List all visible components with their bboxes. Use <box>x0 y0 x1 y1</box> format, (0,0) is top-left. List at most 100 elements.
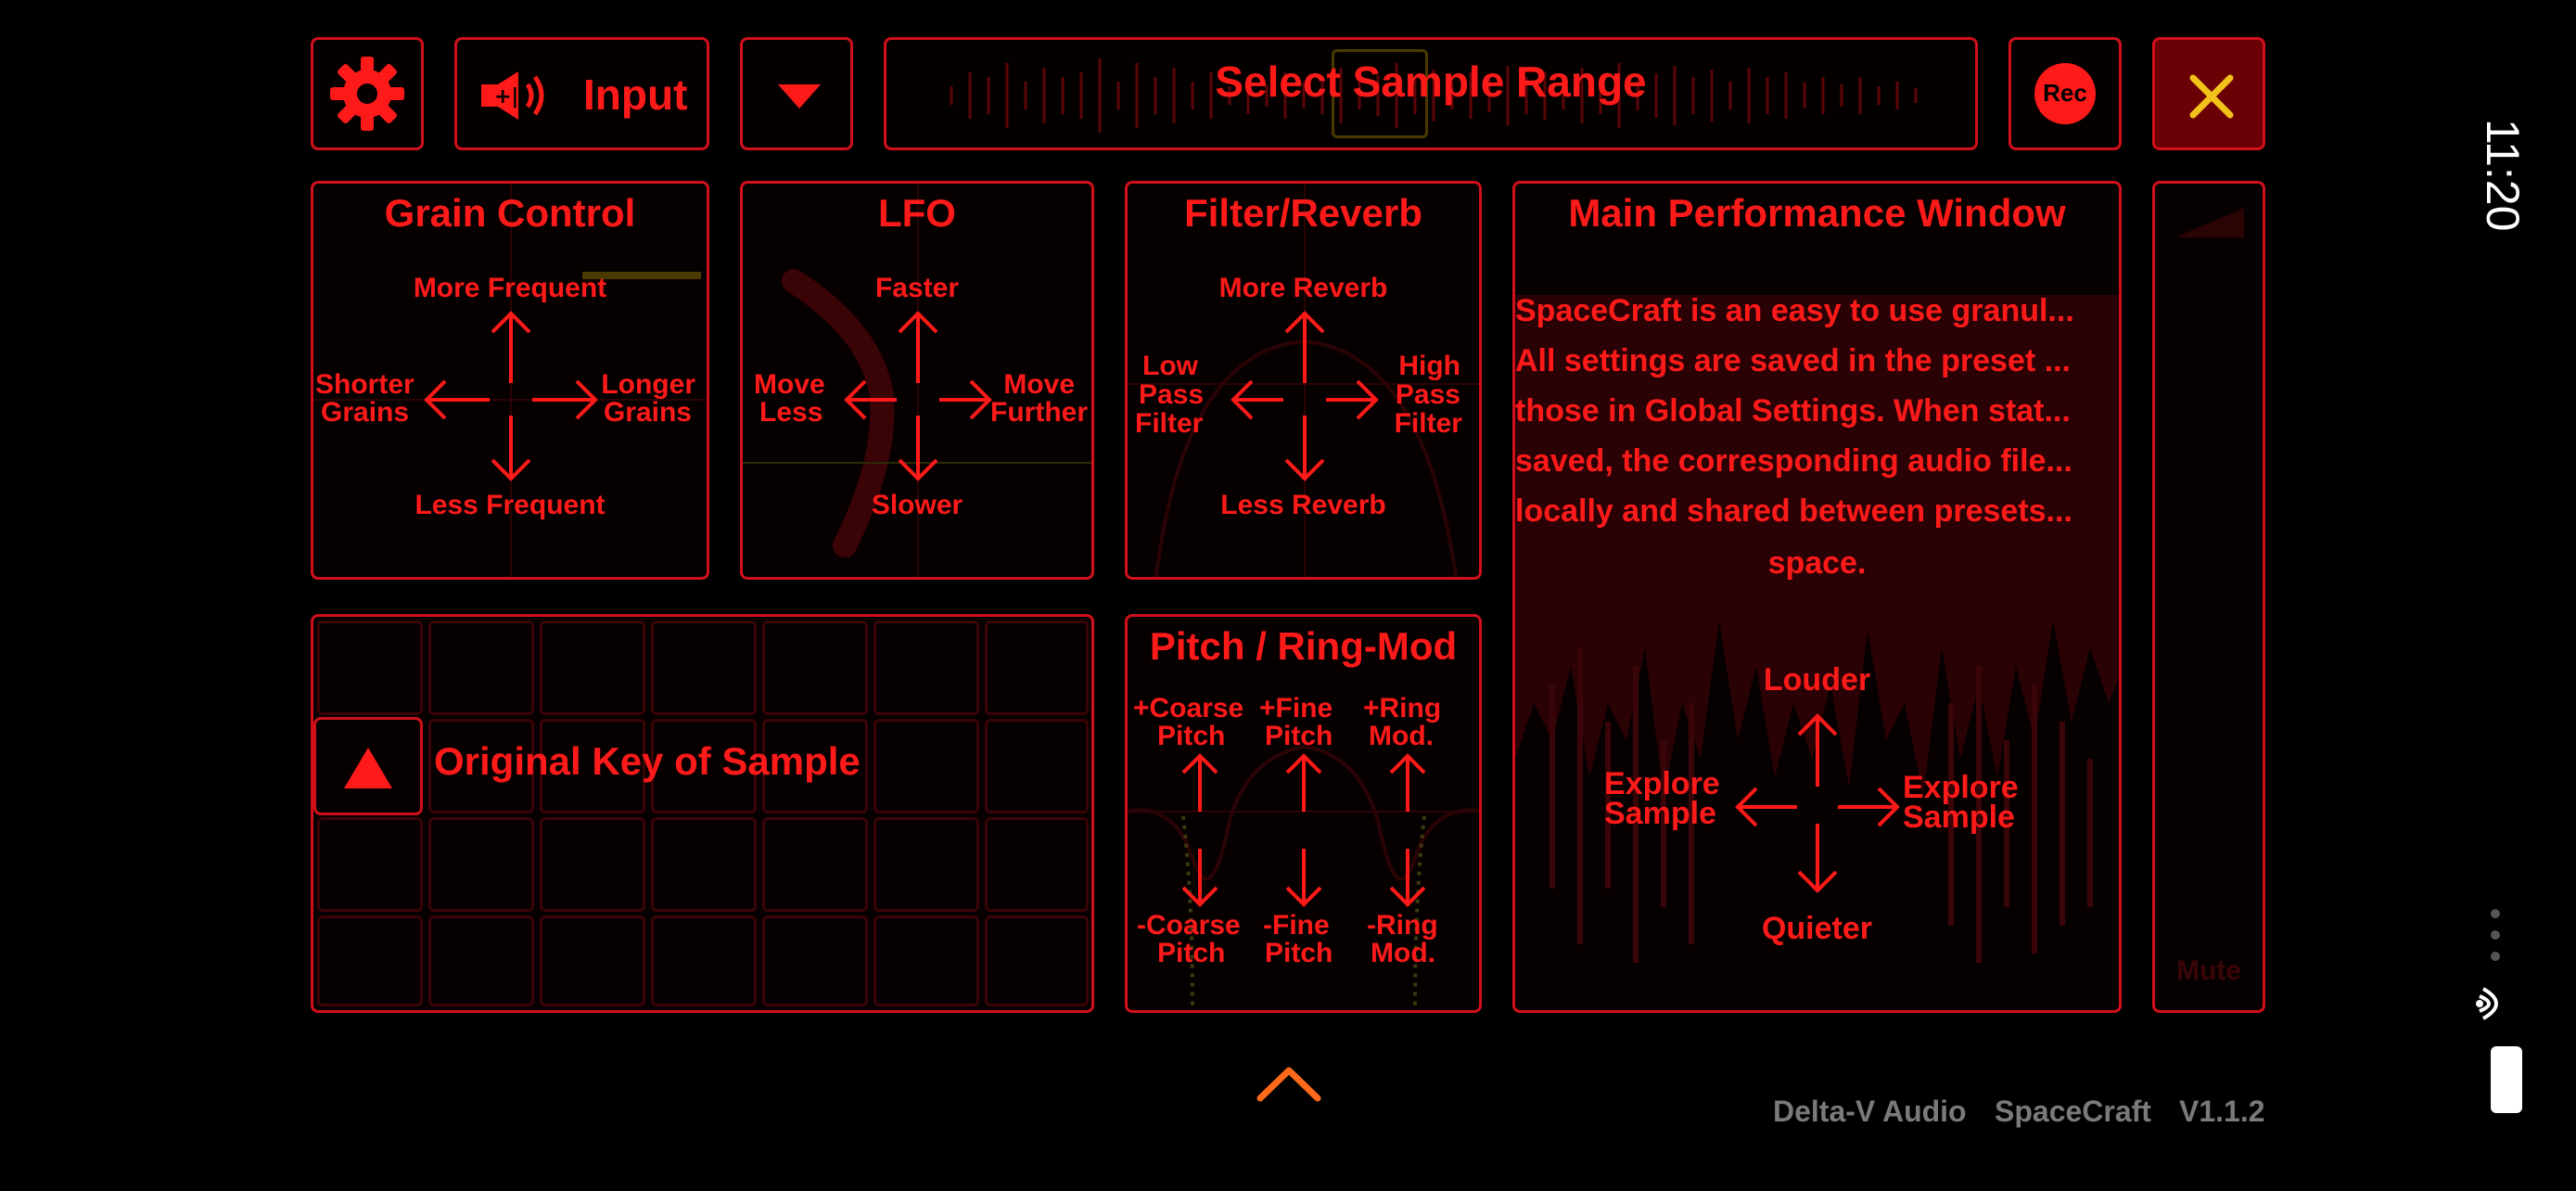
lfo-left-label-2: Less <box>759 397 823 428</box>
filter-reverb-title: Filter/Reverb <box>1184 191 1422 235</box>
input-button[interactable]: +| Input <box>454 37 709 150</box>
key-cell[interactable] <box>651 621 757 715</box>
main-window-desc-3: those in Global Settings. When stat... <box>1515 393 2071 429</box>
key-cell[interactable] <box>540 817 645 912</box>
pitch-ringmod-pad[interactable]: Pitch / Ring-Mod +Coarse Pitch +Fine Pit… <box>1125 614 1482 1013</box>
ring-mod-up-label-1: +Ring <box>1363 693 1442 724</box>
pitch-ringmod-title: Pitch / Ring-Mod <box>1149 624 1458 668</box>
main-arrows-icon <box>1735 713 1900 893</box>
record-icon <box>2034 63 2096 124</box>
key-cell[interactable] <box>874 719 979 813</box>
key-cell[interactable] <box>428 916 534 1006</box>
footer-company: Delta-V Audio <box>1773 1095 1967 1128</box>
main-performance-window[interactable]: Main Performance Window SpaceCraft is an… <box>1512 181 2122 1013</box>
filter-right-label-1: High <box>1398 351 1460 381</box>
filter-down-label: Less Reverb <box>1220 490 1386 520</box>
sample-range-selector[interactable]: Select Sample Range <box>884 37 1978 150</box>
performance-waveform-icon <box>1515 295 2119 963</box>
main-window-desc-1: SpaceCraft is an easy to use granul... <box>1515 293 2074 328</box>
key-cell[interactable] <box>651 916 757 1006</box>
lfo-right-label-1: Move <box>1003 369 1075 400</box>
key-cell[interactable] <box>317 817 423 912</box>
main-window-desc-2: All settings are saved in the preset ... <box>1515 343 2071 378</box>
main-window-desc-4: saved, the corresponding audio file... <box>1515 443 2072 479</box>
record-button[interactable]: Rec <box>2009 37 2122 150</box>
lfo-down-label: Slower <box>871 490 963 520</box>
grain-right-label-1: Longer <box>601 369 695 400</box>
footer-version: V1.1.2 <box>2179 1095 2265 1128</box>
key-cell[interactable] <box>985 621 1089 715</box>
key-cell[interactable] <box>985 916 1089 1006</box>
lfo-trail-icon <box>782 269 895 557</box>
coarse-pitch-down-label-2: Pitch <box>1157 938 1226 968</box>
range-handle[interactable] <box>1332 49 1428 138</box>
fine-pitch-up-label-2: Pitch <box>1265 721 1333 751</box>
fine-pitch-up-label-1: +Fine <box>1259 693 1333 724</box>
key-cell[interactable] <box>762 719 868 813</box>
coarse-pitch-down-label-1: -Coarse <box>1137 910 1241 941</box>
caret-up-icon <box>344 748 392 788</box>
sample-range-label: Select Sample Range <box>1215 58 1647 106</box>
grain-left-label-1: Shorter <box>315 369 414 400</box>
key-cell[interactable] <box>651 817 757 912</box>
gear-icon <box>330 57 404 131</box>
main-left-label-2: Sample <box>1604 796 1716 831</box>
input-label: Input <box>583 70 688 119</box>
key-cell[interactable] <box>540 719 645 813</box>
original-key-button[interactable] <box>313 717 423 815</box>
key-cell[interactable] <box>540 621 645 715</box>
grain-control-pad[interactable]: Grain Control More Frequent Less Frequen… <box>311 181 709 580</box>
filter-right-label-2: Pass <box>1395 379 1460 410</box>
fine-pitch-down-label-1: -Fine <box>1263 910 1330 941</box>
main-window-desc-5: locally and shared between presets... <box>1515 493 2072 529</box>
more-dots-icon <box>2491 909 2500 961</box>
pitch-arrows-icon <box>1181 753 1426 907</box>
status-time: 11:20 <box>2477 119 2529 232</box>
grain-down-label: Less Frequent <box>414 490 606 520</box>
grain-arrows-icon <box>424 311 598 481</box>
ring-mod-up-label-2: Mod. <box>1369 721 1434 751</box>
key-cell[interactable] <box>762 621 868 715</box>
lfo-pad[interactable]: LFO Faster Slower Move Less Move Further <box>740 181 1094 580</box>
filter-reverb-pad[interactable]: Filter/Reverb More Reverb Less Reverb Lo… <box>1125 181 1482 580</box>
ring-mod-down-label-1: -Ring <box>1367 910 1438 941</box>
grain-control-title: Grain Control <box>384 191 636 235</box>
lfo-title: LFO <box>878 191 956 235</box>
key-cell[interactable] <box>762 916 868 1006</box>
keyboard-grid[interactable]: Original Key of Sample <box>311 614 1094 1013</box>
close-button[interactable] <box>2152 37 2265 150</box>
key-cell[interactable] <box>540 916 645 1006</box>
key-cell[interactable] <box>428 817 534 912</box>
caret-down-icon <box>778 84 821 109</box>
filter-left-label-1: Low <box>1142 351 1198 381</box>
key-cell[interactable] <box>874 817 979 912</box>
key-cell[interactable] <box>874 621 979 715</box>
key-cell[interactable] <box>428 719 534 813</box>
lfo-left-label-1: Move <box>754 369 825 400</box>
key-cell[interactable] <box>428 621 534 715</box>
key-cell[interactable] <box>317 621 423 715</box>
key-cell[interactable] <box>985 719 1089 813</box>
volume-slider[interactable]: Mute <box>2152 181 2265 1013</box>
filter-left-label-3: Filter <box>1135 408 1204 439</box>
key-cell[interactable] <box>317 916 423 1006</box>
chevron-up-icon[interactable] <box>1256 1063 1321 1102</box>
key-cell[interactable] <box>874 916 979 1006</box>
main-right-label-2: Sample <box>1903 800 2015 835</box>
main-window-title: Main Performance Window <box>1568 191 2066 235</box>
grain-left-label-2: Grains <box>321 397 410 428</box>
key-cell[interactable] <box>651 719 757 813</box>
svg-text:+|: +| <box>494 85 518 109</box>
main-right-label-1: Explore <box>1903 770 2019 805</box>
original-key-label: Original Key of Sample <box>434 739 861 783</box>
dropdown-button[interactable] <box>740 37 853 150</box>
main-window-desc-6: space. <box>1767 545 1867 581</box>
filter-right-label-3: Filter <box>1394 408 1462 439</box>
grain-up-label: More Frequent <box>413 273 607 303</box>
settings-button[interactable] <box>311 37 424 150</box>
mute-label[interactable]: Mute <box>2176 955 2241 986</box>
filter-up-label: More Reverb <box>1218 273 1388 303</box>
key-cell[interactable] <box>762 817 868 912</box>
key-cell[interactable] <box>985 817 1089 912</box>
filter-h-axis <box>1128 383 1479 385</box>
